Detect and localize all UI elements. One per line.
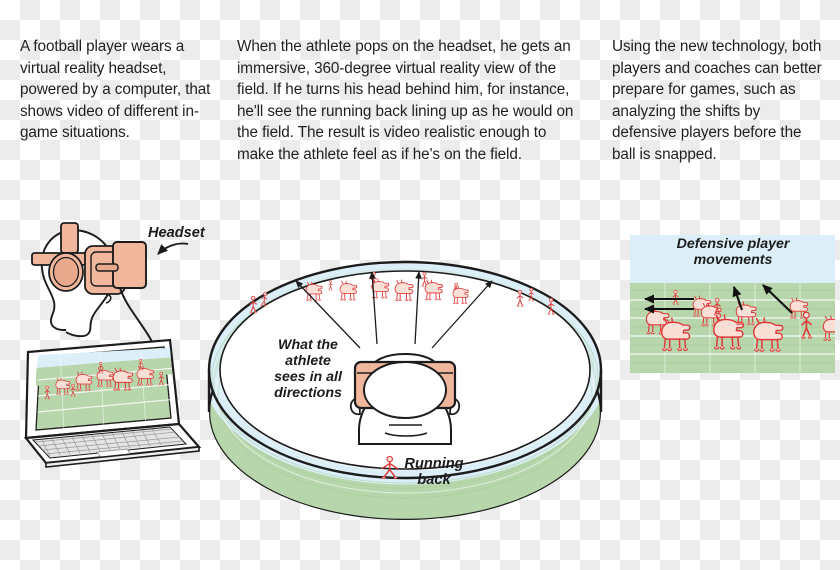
ring-players-group <box>249 271 555 315</box>
athlete-with-headset <box>349 352 461 445</box>
intro-paragraph-1: A football player wears a virtual realit… <box>20 38 211 142</box>
headset-label: Headset <box>148 225 205 241</box>
vr-headset-illustration <box>31 222 163 449</box>
defensive-movements-title: Defensive player movements <box>676 236 790 269</box>
intro-paragraph-2: When the athlete pops on the headset, he… <box>237 38 574 163</box>
laptop-illustration <box>23 338 202 468</box>
intro-paragraph-3: Using the new technology, both players a… <box>612 38 822 163</box>
running-back-figure <box>381 455 398 479</box>
headset-callout-arrow <box>157 242 189 255</box>
sees-in-all-directions-label: What the athlete sees in all directions <box>274 337 342 402</box>
running-back-label: Running back <box>404 456 464 489</box>
